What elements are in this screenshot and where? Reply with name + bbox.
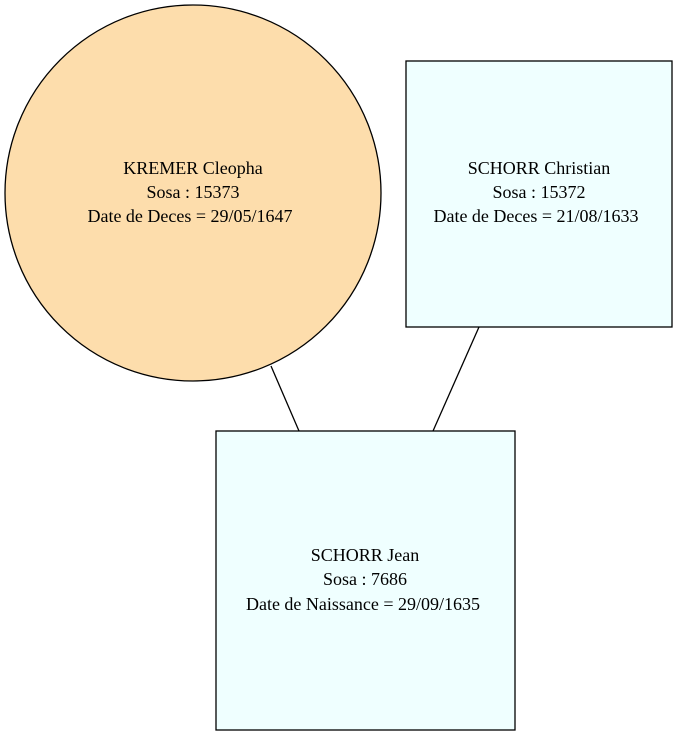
node-christian-shape [405,60,673,328]
node-kremer-event: Date de Deces = 29/05/1647 [87,206,292,226]
node-schorr-christian[interactable]: SCHORR Christian Sosa : 15372 Date de De… [405,60,673,328]
node-jean-sosa: Sosa : 7686 [323,569,407,589]
node-jean-event: Date de Naissance = 29/09/1635 [246,594,480,614]
node-schorr-jean[interactable]: SCHORR Jean Sosa : 7686 Date de Naissanc… [215,430,516,731]
edge-kremer-to-jean [270,365,300,432]
node-kremer-shape [4,4,382,382]
node-kremer-sosa: Sosa : 15373 [146,182,239,202]
node-christian-event: Date de Deces = 21/08/1633 [433,206,638,226]
edge-christian-to-jean [432,326,480,432]
node-kremer-cleopha[interactable]: KREMER Cleopha Sosa : 15373 Date de Dece… [4,4,382,382]
node-jean-name: SCHORR Jean [311,545,420,565]
node-kremer-name: KREMER Cleopha [123,158,263,178]
node-christian-name: SCHORR Christian [468,158,611,178]
node-christian-sosa: Sosa : 15372 [492,182,585,202]
node-jean-shape [215,430,516,731]
